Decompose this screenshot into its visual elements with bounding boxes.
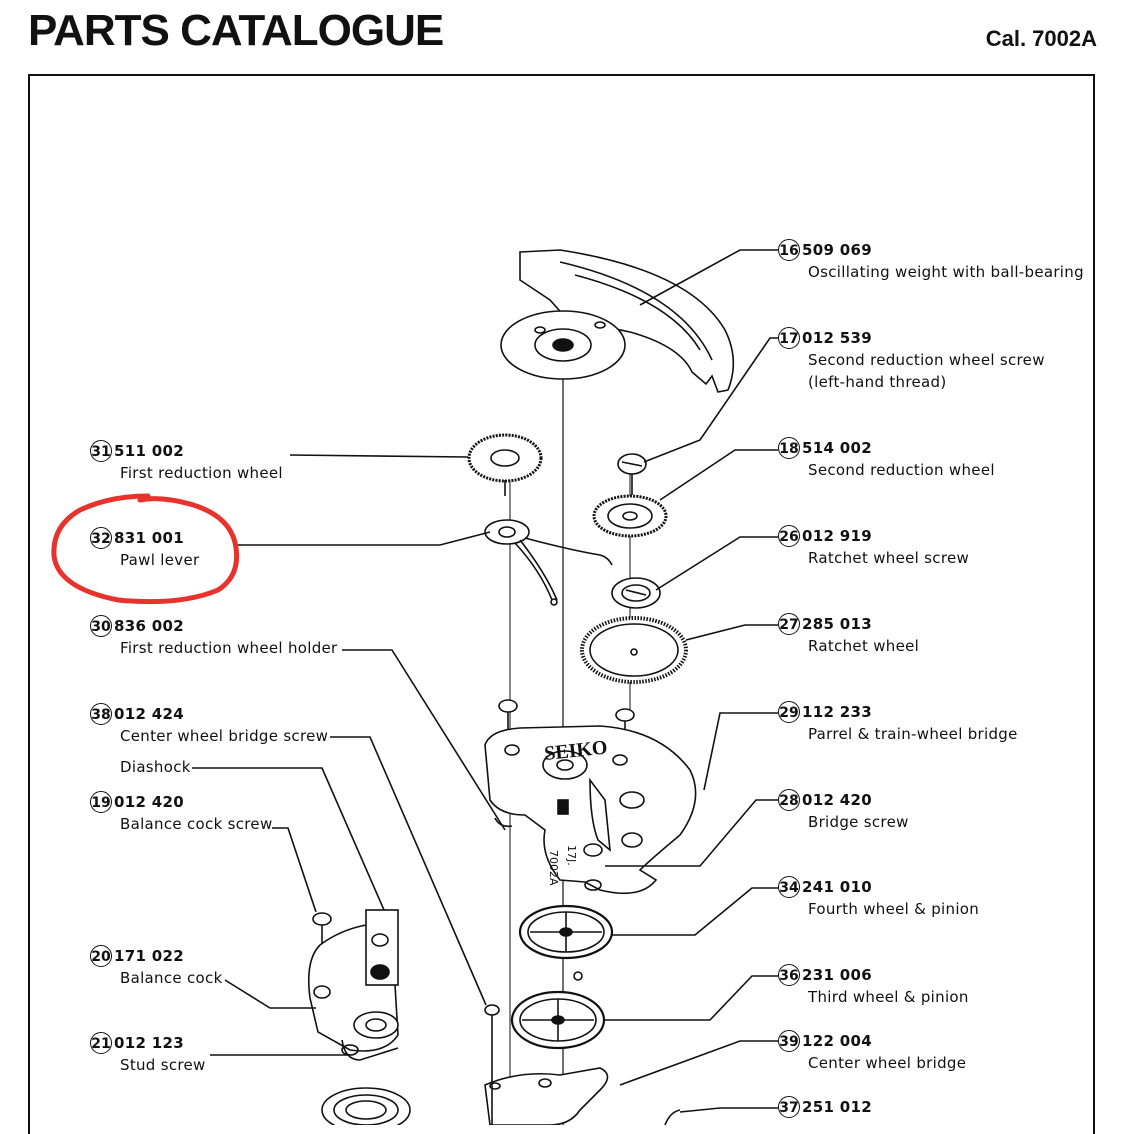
part-code: 012 424: [114, 705, 184, 723]
part-description: Second reduction wheel: [808, 461, 995, 479]
part-number-badge: 36: [778, 964, 800, 986]
part-number-badge: 32: [90, 527, 112, 549]
pawl-lever-icon: [484, 519, 613, 606]
part-code: 285 013: [802, 615, 872, 633]
part-code: 231 006: [802, 966, 872, 984]
part-description: Oscillating weight with ball-bearing: [808, 263, 1084, 281]
center-wheel-bridge-screw-icon: [484, 1004, 500, 1125]
part-description: Second reduction wheel screw: [808, 351, 1045, 369]
part-description: First reduction wheel holder: [120, 639, 338, 657]
part-number-badge: 20: [90, 945, 112, 967]
part-code: 836 002: [114, 617, 184, 635]
caliber-label: Cal. 7002A: [985, 26, 1097, 51]
ratchet-wheel-icon: [580, 616, 688, 684]
part-number-badge: 18: [778, 437, 800, 459]
diagram-frame: [28, 74, 1095, 1134]
barrel-train-wheel-bridge-icon: [484, 725, 697, 895]
part-description: Third wheel & pinion: [808, 988, 969, 1006]
ratchet-wheel-screw-icon: [611, 577, 661, 609]
part-code: 251 012: [802, 1098, 872, 1116]
part-description: Ratchet wheel screw: [808, 549, 970, 567]
highlight-circle: [51, 493, 240, 605]
part-code: 012 539: [802, 329, 872, 347]
page-title: PARTS CATALOGUE: [28, 6, 444, 55]
part-code: 012 919: [802, 527, 872, 545]
part-number-badge: 26: [778, 525, 800, 547]
oscillating-weight-icon: [500, 249, 735, 393]
part-number-badge: 39: [778, 1030, 800, 1052]
part-description-note: (left-hand thread): [808, 373, 947, 391]
part-description: Ratchet wheel: [808, 637, 920, 655]
fourth-wheel-icon: [518, 904, 614, 960]
part-code: 112 233: [802, 703, 872, 721]
engraving-jewels: 17J.: [565, 845, 578, 866]
part-description: Fourth wheel & pinion: [808, 900, 980, 918]
part-code: 171 022: [114, 947, 184, 965]
part-description: Parrel & train-wheel bridge: [808, 725, 1018, 743]
part-description: Balance cock: [120, 969, 223, 987]
part-number-badge: 30: [90, 615, 112, 637]
part-description: Pawl lever: [120, 551, 200, 569]
part-description: Center wheel bridge: [808, 1054, 967, 1072]
first-reduction-wheel-icon: [467, 433, 543, 496]
second-reduction-wheel-icon: [592, 453, 668, 538]
part-description: Balance cock screw: [120, 815, 273, 833]
part-description: First reduction wheel: [120, 464, 283, 482]
part-code: 012 420: [802, 791, 872, 809]
part-code: 241 010: [802, 878, 872, 896]
part-code: 012 123: [114, 1034, 184, 1052]
part-code: 511 002: [114, 442, 184, 460]
part-code: 509 069: [802, 241, 872, 259]
center-wheel-bridge-icon: [484, 1067, 681, 1125]
part-number-badge: 31: [90, 440, 112, 462]
part-number-badge: 17: [778, 327, 800, 349]
part-number-badge: 29: [778, 701, 800, 723]
part-number-badge: 27: [778, 613, 800, 635]
engraving-caliber: 7002A: [547, 850, 560, 886]
part-description: Center wheel bridge screw: [120, 727, 329, 745]
part-number-badge: 19: [90, 791, 112, 813]
part-code: 122 004: [802, 1032, 872, 1050]
part-number-badge: 28: [778, 789, 800, 811]
part-number-badge: 34: [778, 876, 800, 898]
part-number-badge: 21: [90, 1032, 112, 1054]
part-description: Bridge screw: [808, 813, 909, 831]
third-wheel-icon: [510, 971, 606, 1050]
diashock-label: Diashock: [120, 758, 191, 776]
part-code: 831 001: [114, 529, 184, 547]
part-number-badge: 37: [778, 1096, 800, 1118]
part-number-badge: 16: [778, 239, 800, 261]
part-description: Stud screw: [120, 1056, 206, 1074]
part-code: 012 420: [114, 793, 184, 811]
part-code: 514 002: [802, 439, 872, 457]
part-number-badge: 38: [90, 703, 112, 725]
balance-cock-icon: [307, 909, 411, 1125]
